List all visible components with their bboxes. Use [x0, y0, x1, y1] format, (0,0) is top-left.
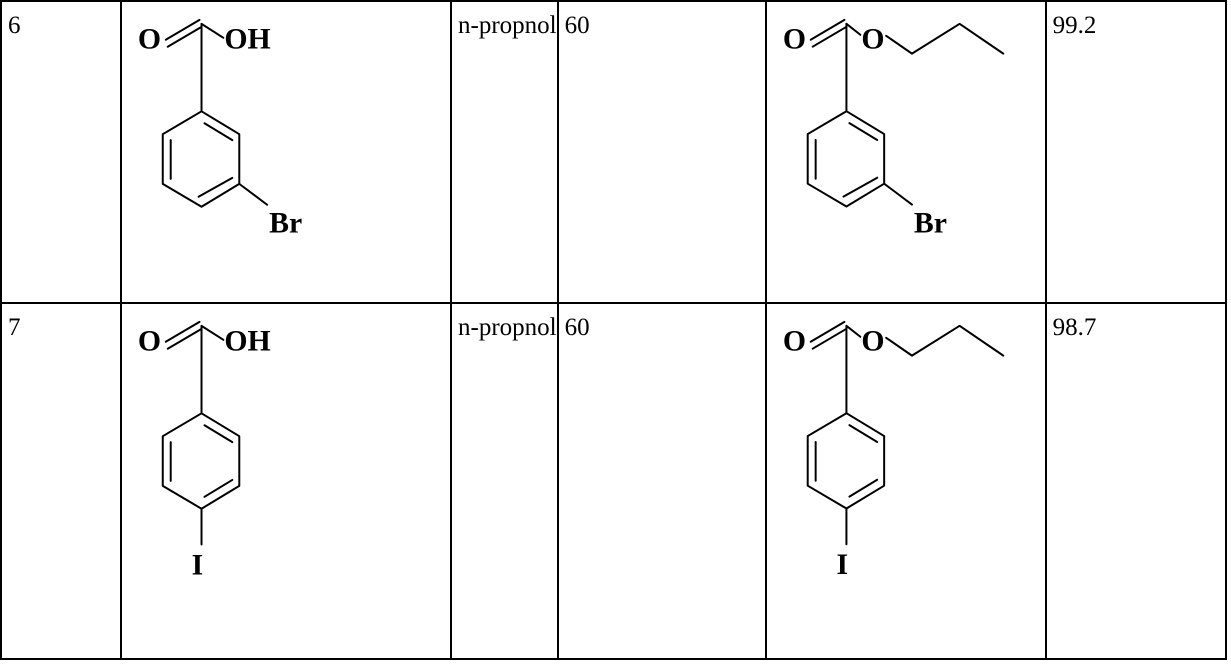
product-structure-meta-bromo: O O Br — [783, 18, 1004, 239]
ester-oxygen-label: O — [861, 325, 884, 358]
table-row: 7 O OH I — [0, 302, 1227, 661]
value-cell: 60 — [556, 0, 767, 305]
substrate-structure-para-iodo: O OH I — [138, 321, 271, 581]
iodo-substituent-label: I — [836, 548, 848, 581]
benzoic-acid-drawing: O OH I — [138, 321, 271, 581]
carbonyl-oxygen-label: O — [138, 325, 161, 358]
alcohol-cell: n-propnol — [450, 0, 559, 305]
entry-number: 6 — [8, 12, 21, 39]
bromo-substituent-label: Br — [269, 207, 302, 240]
benzoic-acid-drawing: O OH Br — [138, 18, 302, 240]
iodo-substituent-label: I — [192, 548, 204, 581]
carbonyl-oxygen-label: O — [138, 23, 161, 56]
hydroxyl-label: OH — [224, 325, 270, 358]
product-cell: O O I — [764, 302, 1047, 661]
propyl-benzoate-drawing: O O I — [782, 321, 1004, 581]
carbonyl-oxygen-label: O — [782, 325, 805, 358]
substrate-structure-meta-bromo: O OH Br — [138, 18, 302, 240]
yield-cell: 99.2 — [1044, 0, 1227, 305]
alcohol-cell: n-propnol — [450, 302, 559, 661]
propyl-benzoate-drawing: O O Br — [783, 18, 1004, 239]
alcohol-name: n-propnol — [458, 314, 557, 342]
table-row: 6 O OH Br — [0, 0, 1227, 305]
hydroxyl-label: OH — [224, 23, 270, 56]
carbonyl-oxygen-label: O — [783, 23, 806, 56]
product-cell: O O Br — [764, 0, 1047, 305]
yield-value: 99.2 — [1052, 12, 1097, 39]
product-structure-para-iodo: O O I — [782, 321, 1004, 581]
yield-cell: 98.7 — [1044, 302, 1227, 661]
entry-number: 7 — [8, 314, 21, 342]
yield-value: 98.7 — [1052, 314, 1097, 342]
value-a: 60 — [564, 12, 590, 39]
substrate-cell: O OH I — [120, 302, 452, 661]
bromo-substituent-label: Br — [914, 206, 947, 239]
ester-oxygen-label: O — [861, 23, 884, 56]
entry-cell: 7 — [0, 302, 122, 661]
alcohol-name: n-propnol — [458, 12, 557, 39]
entry-cell: 6 — [0, 0, 122, 305]
value-cell: 60 — [556, 302, 767, 661]
substrate-cell: O OH Br — [120, 0, 452, 305]
value-a: 60 — [564, 314, 590, 342]
